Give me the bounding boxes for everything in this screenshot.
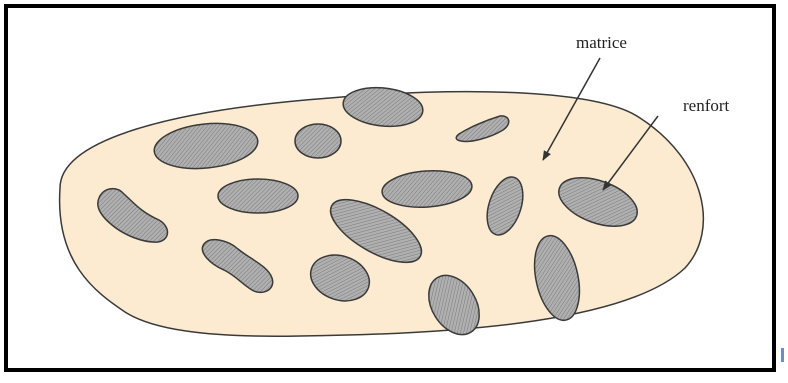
particle-5 (218, 179, 298, 213)
particle-2 (295, 124, 341, 158)
matrix-label: matrice (576, 33, 627, 52)
edge-marker (781, 348, 784, 362)
reinforcement-label: renfort (683, 96, 730, 115)
